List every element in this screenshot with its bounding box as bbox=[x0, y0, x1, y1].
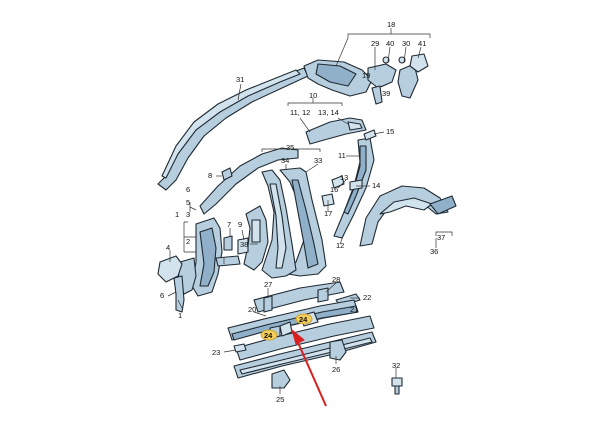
callout-2: 2 bbox=[186, 237, 190, 246]
callout-40: 40 bbox=[386, 39, 394, 48]
callout-21: 21 bbox=[350, 305, 358, 314]
callout-28: 28 bbox=[332, 275, 340, 284]
bracket-part-28 bbox=[317, 287, 329, 303]
reinforcement-part-38 bbox=[243, 205, 269, 271]
b-pillar-upper-part-35 bbox=[199, 147, 299, 215]
callout-24-right: 24 bbox=[299, 315, 308, 324]
leader-lines bbox=[167, 28, 453, 394]
bolt-part-32 bbox=[391, 377, 403, 395]
bracket-part-9 bbox=[215, 255, 241, 267]
callout-9: 9 bbox=[238, 220, 242, 229]
callout-23: 23 bbox=[212, 348, 220, 357]
rear-upper-structure bbox=[303, 53, 429, 105]
callout-16: 16 bbox=[330, 185, 338, 194]
callout-41: 41 bbox=[418, 39, 426, 48]
c-pillar-upper-part bbox=[305, 117, 367, 145]
b-pillar-outer-part-33 bbox=[279, 167, 327, 277]
callout-38: 38 bbox=[240, 240, 248, 249]
b-pillar-inner-part-34 bbox=[261, 169, 297, 279]
callout-7: 7 bbox=[227, 220, 231, 229]
callout-30: 30 bbox=[402, 39, 410, 48]
bracket-part-25 bbox=[271, 369, 291, 389]
callout-26: 26 bbox=[332, 365, 340, 374]
callout-13-14: 13, 14 bbox=[318, 108, 339, 117]
plug-part-24-left bbox=[279, 321, 293, 337]
callout-15: 15 bbox=[386, 127, 394, 136]
red-arrow bbox=[291, 328, 327, 407]
callout-36: 36 bbox=[430, 247, 438, 256]
callout-22: 22 bbox=[363, 293, 371, 302]
callout-10: 10 bbox=[309, 91, 317, 100]
wheel-arch-part-36 bbox=[359, 185, 457, 247]
callout-11-12: 11, 12 bbox=[290, 108, 310, 117]
callout-3: 3 bbox=[186, 210, 190, 219]
callout-14: 14 bbox=[372, 181, 380, 190]
callout-29: 29 bbox=[371, 39, 379, 48]
highlight-24-right bbox=[295, 313, 313, 325]
callout-20: 20 bbox=[248, 305, 256, 314]
bracket-part-27 bbox=[263, 295, 273, 313]
callout-13: 13 bbox=[340, 173, 348, 182]
callout-6-lower: 6 bbox=[160, 291, 164, 300]
sill-outer-part bbox=[235, 315, 375, 361]
bracket-part-7 bbox=[223, 235, 249, 255]
callout-31: 31 bbox=[236, 75, 244, 84]
callout-34: 34 bbox=[281, 156, 289, 165]
callout-35: 35 bbox=[286, 143, 294, 152]
callout-27: 27 bbox=[264, 280, 272, 289]
a-pillar-lower-part bbox=[157, 217, 223, 313]
callout-19: 19 bbox=[362, 71, 370, 80]
callout-4: 4 bbox=[166, 243, 170, 252]
callout-6: 6 bbox=[186, 185, 190, 194]
callout-39: 39 bbox=[382, 89, 390, 98]
bracket-part-8 bbox=[221, 167, 233, 181]
callout-1-lower: 1 bbox=[178, 311, 182, 320]
callout-8: 8 bbox=[208, 171, 212, 180]
callout-12: 12 bbox=[336, 241, 344, 250]
callout-24-left: 24 bbox=[264, 331, 273, 340]
callout-37: 37 bbox=[437, 233, 445, 242]
callout-32: 32 bbox=[392, 361, 400, 370]
callout-25: 25 bbox=[276, 395, 284, 404]
bracket-part-26 bbox=[329, 339, 347, 361]
callout-5: 5 bbox=[186, 198, 190, 207]
highlight-24-left bbox=[260, 329, 278, 341]
callout-33: 33 bbox=[314, 156, 322, 165]
bracket-part-23 bbox=[233, 343, 247, 353]
clip-part-14 bbox=[349, 179, 363, 191]
callout-17: 17 bbox=[324, 209, 332, 218]
clip-part-15 bbox=[363, 129, 377, 141]
callout-11: 11 bbox=[338, 151, 346, 160]
callout-18: 18 bbox=[387, 20, 395, 29]
callout-1: 1 bbox=[175, 210, 179, 219]
